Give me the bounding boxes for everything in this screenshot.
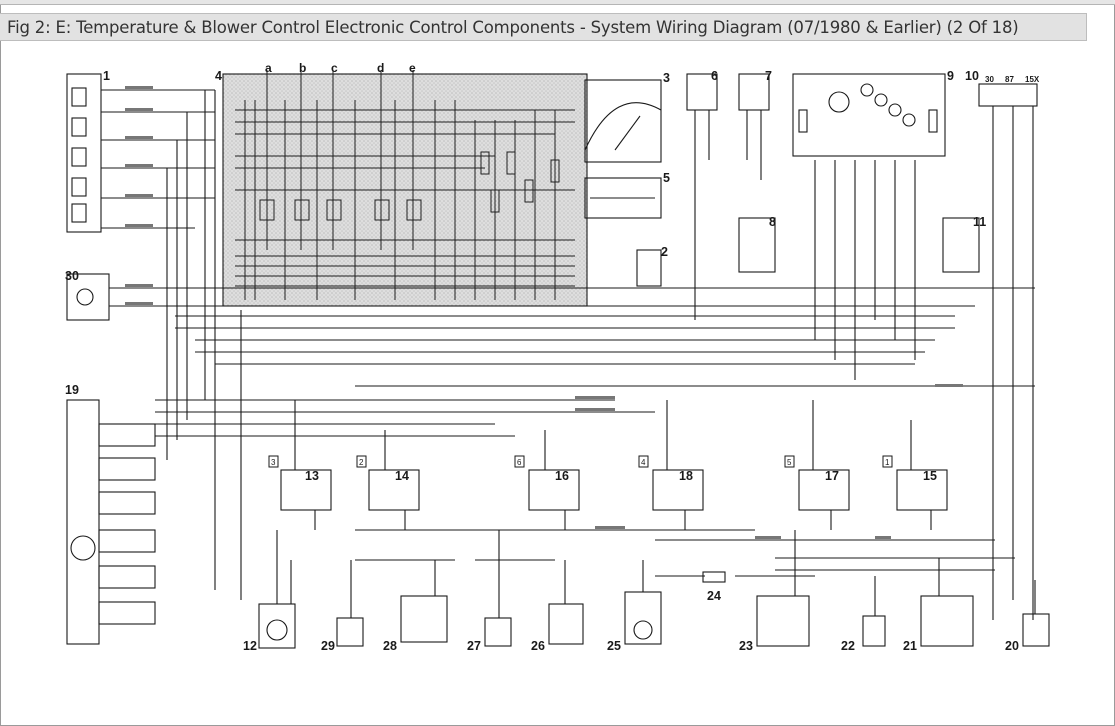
component-number-25: 25: [607, 639, 621, 653]
switch-label-a: a: [265, 61, 272, 75]
component-number-14: 14: [395, 469, 409, 483]
component-19-box: [66, 399, 100, 645]
component-28-box: [400, 595, 448, 643]
box-tag-17: 5: [787, 458, 792, 467]
component-number-19: 19: [65, 383, 79, 397]
component-number-10: 10: [965, 69, 979, 83]
component-2-box: [636, 249, 662, 287]
component-number-29: 29: [321, 639, 335, 653]
component-number-8: 8: [769, 215, 776, 229]
component-number-6: 6: [711, 69, 718, 83]
component-25-box: [624, 591, 662, 645]
switch-label-b: b: [299, 61, 306, 75]
component-29-box: [336, 617, 364, 647]
component-20-box: [1022, 613, 1050, 647]
component-number-7: 7: [765, 69, 772, 83]
terminal-label-87: 87: [1005, 75, 1014, 84]
component-number-26: 26: [531, 639, 545, 653]
component-16-box: [528, 469, 580, 511]
component-26-box: [548, 603, 584, 645]
component-number-1: 1: [103, 69, 110, 83]
component-24-box: [702, 571, 726, 583]
component-number-24: 24: [707, 589, 721, 603]
box-tag-16: 6: [517, 458, 522, 467]
component-15-box: [896, 469, 948, 511]
component-number-28: 28: [383, 639, 397, 653]
component-number-12: 12: [243, 639, 257, 653]
component-number-27: 27: [467, 639, 481, 653]
component-8-box: [738, 217, 776, 273]
component-number-23: 23: [739, 639, 753, 653]
component-17-box: [798, 469, 850, 511]
component-1-box: [66, 73, 102, 233]
component-18-box: [652, 469, 704, 511]
component-14-box: [368, 469, 420, 511]
component-21-box: [920, 595, 974, 647]
component-5-box: [584, 177, 662, 219]
component-number-4: 4: [215, 69, 222, 83]
component-number-22: 22: [841, 639, 855, 653]
component-number-15: 15: [923, 469, 937, 483]
wiring-diagram: a b c d e 30 87 15X 1 4 3 5 6 7 9 10 8 1…: [55, 60, 1060, 660]
box-tag-14: 2: [359, 458, 364, 467]
component-number-30: 30: [65, 269, 79, 283]
component-1-sensors: [71, 87, 87, 223]
figure-title: Fig 2: E: Temperature & Blower Control E…: [7, 18, 1019, 37]
component-9-box: [792, 73, 946, 157]
terminal-label-15x: 15X: [1025, 75, 1040, 84]
component-number-21: 21: [903, 639, 917, 653]
figure-title-bar: Fig 2: E: Temperature & Blower Control E…: [0, 13, 1087, 41]
box-tag-18: 4: [641, 458, 646, 467]
component-number-5: 5: [663, 171, 670, 185]
component-number-9: 9: [947, 69, 954, 83]
box-tag-13: 3: [271, 458, 276, 467]
component-12-box: [258, 603, 296, 649]
component-number-18: 18: [679, 469, 693, 483]
switch-label-d: d: [377, 61, 384, 75]
wiring-diagram-svg: a b c d e 30 87 15X 1 4 3 5 6 7 9 10 8 1…: [65, 61, 1050, 653]
component-11-box: [942, 217, 980, 273]
component-22-box: [862, 615, 886, 647]
component-27-box: [484, 617, 512, 647]
component-7-box: [738, 73, 770, 111]
terminal-label-30: 30: [985, 75, 994, 84]
component-number-20: 20: [1005, 639, 1019, 653]
box-tag-15: 1: [885, 458, 890, 467]
switch-label-e: e: [409, 61, 416, 75]
component-number-16: 16: [555, 469, 569, 483]
component-6-box: [686, 73, 718, 111]
component-number-11: 11: [973, 215, 986, 229]
component-10-box: [978, 83, 1038, 107]
window-top-edge: [0, 0, 1115, 5]
component-3-dial: [584, 102, 662, 151]
component-number-3: 3: [663, 71, 670, 85]
component-30-box: [66, 273, 110, 321]
component-13-box: [280, 469, 332, 511]
component-number-2: 2: [661, 245, 668, 259]
switch-label-c: c: [331, 61, 338, 75]
component-number-17: 17: [825, 469, 839, 483]
component-23-box: [756, 595, 810, 647]
component-number-13: 13: [305, 469, 319, 483]
